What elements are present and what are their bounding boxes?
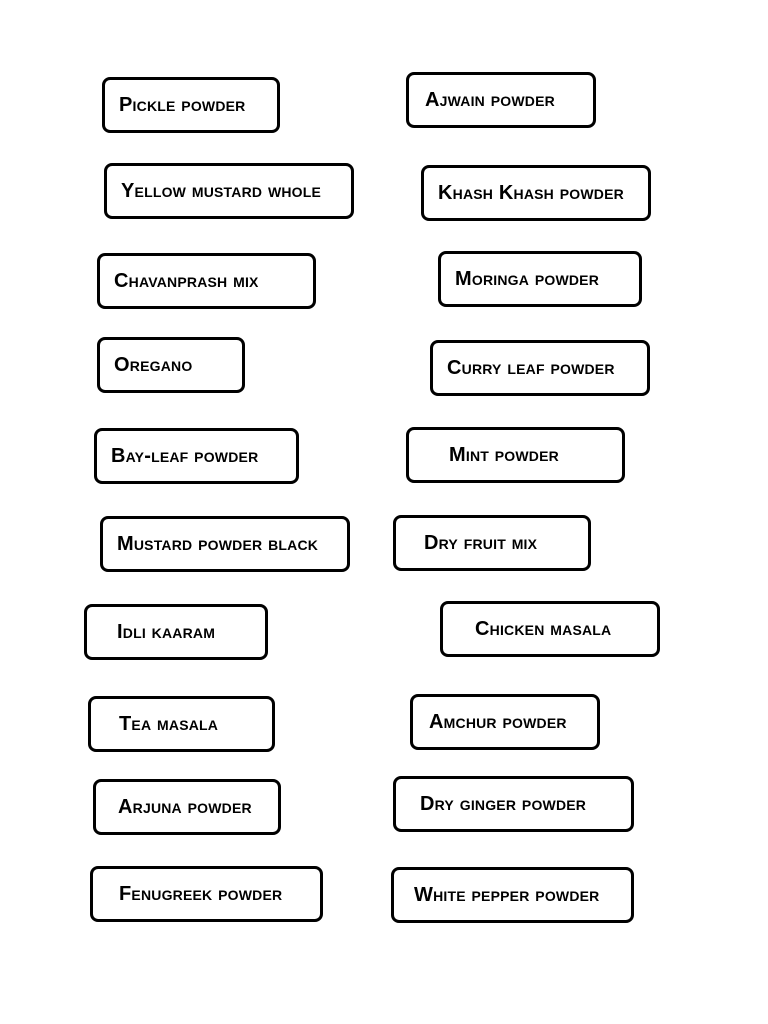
label-text: Chicken masala: [475, 617, 612, 640]
label-fenugreek-powder: Fenugreek powder: [90, 866, 323, 922]
label-text: Idli kaaram: [117, 620, 216, 643]
label-dry-fruit-mix: Dry fruit mix: [393, 515, 591, 571]
label-arjuna-powder: Arjuna powder: [93, 779, 281, 835]
label-text: Yellow mustard whole: [121, 179, 322, 202]
label-chicken-masala: Chicken masala: [440, 601, 660, 657]
label-bay-leaf-powder: Bay-leaf powder: [94, 428, 299, 484]
label-yellow-mustard-whole: Yellow mustard whole: [104, 163, 354, 219]
label-amchur-powder: Amchur powder: [410, 694, 600, 750]
label-text: Ajwain powder: [425, 88, 555, 111]
label-curry-leaf-powder: Curry leaf powder: [430, 340, 650, 396]
label-khash-khash-powder: Khash Khash powder: [421, 165, 651, 221]
label-idli-kaaram: Idli kaaram: [84, 604, 268, 660]
label-tea-masala: Tea masala: [88, 696, 275, 752]
label-mint-powder: Mint powder: [406, 427, 625, 483]
label-text: Arjuna powder: [118, 795, 252, 818]
label-mustard-powder-black: Mustard powder black: [100, 516, 350, 572]
label-text: Dry ginger powder: [420, 792, 587, 815]
label-dry-ginger-powder: Dry ginger powder: [393, 776, 634, 832]
label-chavanprash-mix: Chavanprash mix: [97, 253, 316, 309]
label-text: Oregano: [114, 353, 193, 376]
label-text: Mint powder: [449, 443, 559, 466]
label-text: Mustard powder black: [117, 532, 319, 555]
label-text: Dry fruit mix: [424, 531, 538, 554]
label-text: White pepper powder: [414, 883, 600, 906]
label-text: Pickle powder: [119, 93, 246, 116]
label-oregano: Oregano: [97, 337, 245, 393]
label-white-pepper-powder: White pepper powder: [391, 867, 634, 923]
label-text: Amchur powder: [429, 710, 567, 733]
label-text: Tea masala: [119, 712, 219, 735]
label-text: Bay-leaf powder: [111, 444, 259, 467]
label-text: Khash Khash powder: [438, 181, 624, 204]
label-text: Chavanprash mix: [114, 269, 259, 292]
label-pickle-powder: Pickle powder: [102, 77, 280, 133]
label-text: Moringa powder: [455, 267, 600, 290]
label-text: Curry leaf powder: [447, 356, 615, 379]
label-text: Fenugreek powder: [119, 882, 283, 905]
label-moringa-powder: Moringa powder: [438, 251, 642, 307]
label-ajwain-powder: Ajwain powder: [406, 72, 596, 128]
